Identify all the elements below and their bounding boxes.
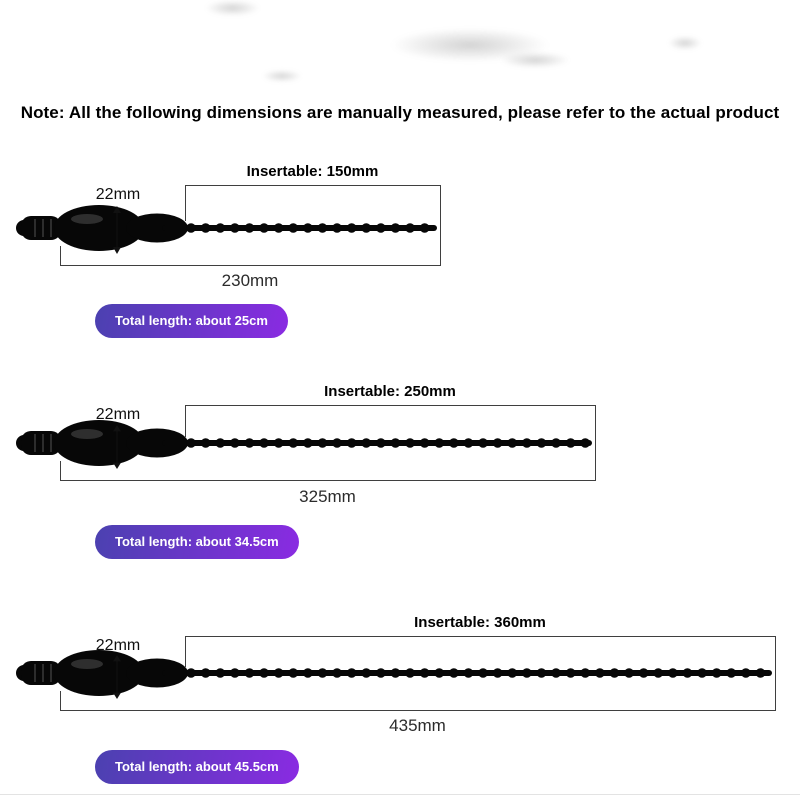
background-smudge: [205, 0, 260, 16]
dimension-line: [775, 636, 776, 710]
dimension-line: [60, 246, 61, 265]
dimension-arrow-icon: [113, 206, 121, 254]
dimension-line: [60, 691, 61, 710]
dimension-line: [60, 710, 776, 711]
background-smudge: [500, 52, 570, 68]
total-length-dimension-label: 435mm: [389, 716, 446, 735]
dimension-arrow-icon: [113, 425, 121, 469]
total-length-badge: Total length: about 34.5cm: [95, 525, 299, 559]
total-length-dimension-label: 230mm: [221, 271, 279, 290]
total-length-badge: Total length: about 45.5cm: [95, 750, 299, 784]
dimension-line: [595, 405, 596, 480]
dimension-line: [185, 636, 186, 667]
bottom-divider: [0, 794, 800, 795]
measurement-note: Note: All the following dimensions are m…: [20, 103, 780, 122]
dimension-line: [185, 405, 186, 437]
dimension-line: [185, 185, 186, 221]
insertable-length-label: Insertable: 360mm: [414, 614, 546, 631]
background-smudge: [262, 70, 302, 82]
product-image: [16, 650, 774, 696]
total-length-badge: Total length: about 25cm: [95, 304, 288, 338]
product-image: [16, 420, 594, 466]
insertable-length-label: Insertable: 150mm: [246, 163, 379, 180]
total-length-dimension-label: 325mm: [299, 487, 356, 506]
width-dimension-label: 22mm: [95, 637, 141, 654]
dimension-line: [440, 185, 441, 265]
dimension-line: [60, 461, 61, 480]
dimension-arrow-icon: [113, 655, 121, 699]
width-dimension-label: 22mm: [95, 406, 141, 423]
product-image: [16, 205, 439, 251]
width-dimension-label: 22mm: [95, 186, 141, 203]
dimension-line: [60, 480, 596, 481]
dimension-line: [185, 185, 441, 186]
dimension-line: [185, 636, 776, 637]
background-smudge: [668, 36, 702, 50]
insertable-length-label: Insertable: 250mm: [324, 383, 456, 400]
dimension-line: [185, 405, 596, 406]
dimension-line: [60, 265, 441, 266]
background-smudge: [390, 28, 550, 62]
